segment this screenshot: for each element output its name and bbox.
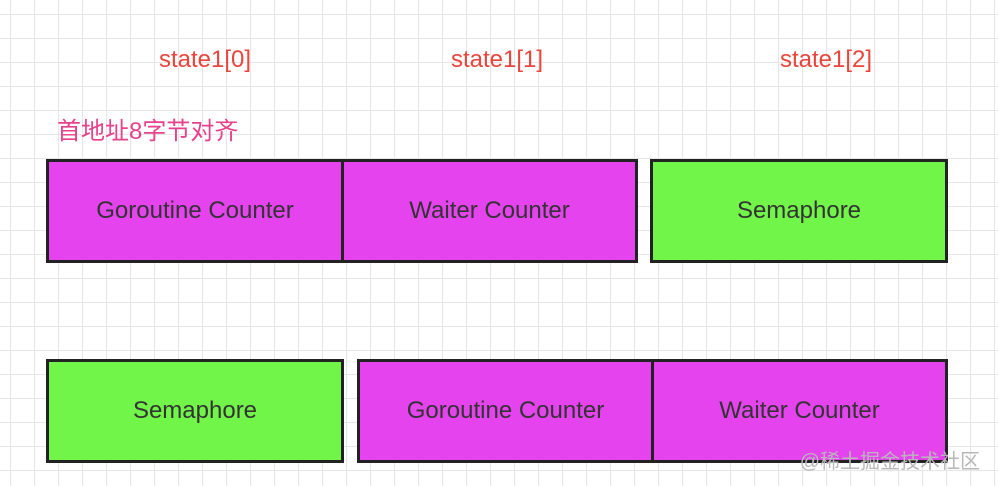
row2-semaphore-block: Semaphore: [46, 359, 344, 463]
watermark: @稀土掘金技术社区: [799, 451, 980, 473]
row2-goroutine-counter-block: Goroutine Counter: [357, 359, 654, 463]
state-label-1: state1[1]: [450, 46, 544, 73]
state-label-0: state1[0]: [158, 46, 252, 73]
row1-waiter-counter-block: Waiter Counter: [341, 159, 638, 263]
row1-semaphore-block: Semaphore: [650, 159, 948, 263]
row2-waiter-counter-block: Waiter Counter: [651, 359, 948, 463]
alignment-note: 首地址8字节对齐: [57, 118, 239, 145]
row1-goroutine-counter-block: Goroutine Counter: [46, 159, 344, 263]
state-label-2: state1[2]: [779, 46, 873, 73]
